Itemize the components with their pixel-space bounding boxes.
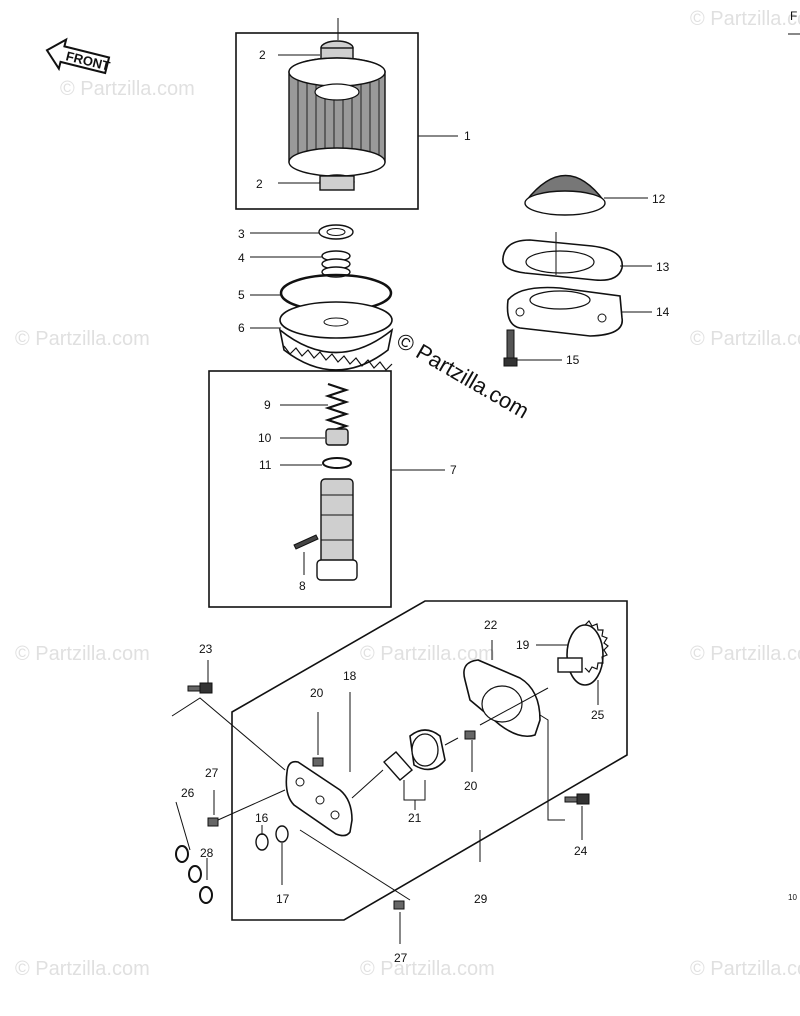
bolt-part bbox=[503, 329, 518, 367]
valve-group-box bbox=[208, 370, 392, 608]
callout-21: 21 bbox=[408, 811, 422, 825]
callout-5: 5 bbox=[238, 288, 245, 302]
callout-13: 13 bbox=[656, 260, 670, 274]
callout-3: 3 bbox=[238, 227, 245, 241]
callout-11: 11 bbox=[259, 458, 272, 472]
watermark: © Partzilla.com bbox=[360, 643, 495, 665]
watermark: © Partzilla.com bbox=[690, 643, 800, 665]
callout-26: 26 bbox=[181, 786, 195, 800]
pin-part bbox=[393, 900, 405, 910]
valve-body-part bbox=[316, 478, 358, 581]
watermark: © Partzilla.com bbox=[690, 958, 800, 980]
callout-27: 27 bbox=[205, 766, 219, 780]
bushing-part bbox=[255, 825, 289, 851]
callout-24: 24 bbox=[574, 844, 588, 858]
callout-19: 19 bbox=[516, 638, 530, 652]
watermark: © Partzilla.com bbox=[690, 8, 800, 30]
corner-letter: F bbox=[790, 9, 797, 23]
pump-cover-part bbox=[285, 760, 353, 837]
callout-4: 4 bbox=[238, 251, 245, 265]
pump-group-box bbox=[231, 600, 628, 921]
rotor-part bbox=[409, 729, 446, 771]
pump-leaders bbox=[171, 640, 599, 944]
watermark: © Partzilla.com bbox=[15, 328, 150, 350]
bolt-part bbox=[564, 793, 590, 805]
pin-part bbox=[312, 757, 324, 767]
corner-code: 10 bbox=[788, 893, 797, 902]
filter-cover-part bbox=[278, 301, 394, 371]
strainer-cover-part bbox=[506, 286, 623, 337]
callout-29: 29 bbox=[474, 892, 488, 906]
callout-23: 23 bbox=[199, 642, 213, 656]
watermark: © Partzilla.com bbox=[60, 78, 195, 100]
callout-6: 6 bbox=[238, 321, 245, 335]
callout-2: 2 bbox=[256, 177, 263, 191]
front-arrow-icon: FRONT bbox=[45, 37, 112, 75]
spring-part bbox=[321, 250, 351, 278]
callout-14: 14 bbox=[656, 305, 670, 319]
gasket-part bbox=[502, 239, 623, 282]
rotor-inner-part bbox=[382, 751, 414, 781]
callout-12: 12 bbox=[652, 192, 666, 206]
pin-part bbox=[464, 730, 476, 740]
callout-22: 22 bbox=[484, 618, 498, 632]
watermark: © Partzilla.com bbox=[15, 958, 150, 980]
callout-17: 17 bbox=[276, 892, 290, 906]
callout-labels: 1 2 2 3 4 5 6 7 8 9 10 11 12 13 14 15 16… bbox=[181, 48, 670, 965]
callout-8: 8 bbox=[299, 579, 306, 593]
callout-1: 1 bbox=[464, 129, 471, 143]
filter-group-box bbox=[235, 32, 419, 210]
callout-27: 27 bbox=[394, 951, 408, 965]
watermark-group: © Partzilla.com © Partzilla.com © Partzi… bbox=[15, 8, 800, 980]
callout-16: 16 bbox=[255, 811, 269, 825]
oil-filter-part bbox=[288, 40, 386, 191]
callout-20: 20 bbox=[464, 779, 478, 793]
pump-body-part bbox=[463, 659, 541, 738]
callout-25: 25 bbox=[591, 708, 605, 722]
watermark: © Partzilla.com bbox=[15, 643, 150, 665]
callout-2: 2 bbox=[259, 48, 266, 62]
pin-part bbox=[293, 534, 319, 550]
callout-9: 9 bbox=[264, 398, 271, 412]
callout-10: 10 bbox=[258, 431, 272, 445]
pump-gear-part bbox=[557, 620, 609, 686]
watermark: © Partzilla.com bbox=[690, 328, 800, 350]
callout-18: 18 bbox=[343, 669, 357, 683]
bolt-part bbox=[187, 682, 213, 694]
washer-part bbox=[318, 224, 354, 240]
o-ring-part bbox=[322, 457, 352, 469]
watermark: © Partzilla.com bbox=[360, 958, 495, 980]
callout-28: 28 bbox=[200, 846, 214, 860]
strainer-screen-part bbox=[524, 175, 606, 216]
pin-part bbox=[207, 817, 219, 827]
valve-piston-part bbox=[325, 428, 349, 446]
callout-15: 15 bbox=[566, 353, 580, 367]
callout-7: 7 bbox=[450, 463, 457, 477]
spring-part bbox=[324, 382, 350, 434]
o-ring-part bbox=[175, 845, 213, 904]
callout-20: 20 bbox=[310, 686, 324, 700]
